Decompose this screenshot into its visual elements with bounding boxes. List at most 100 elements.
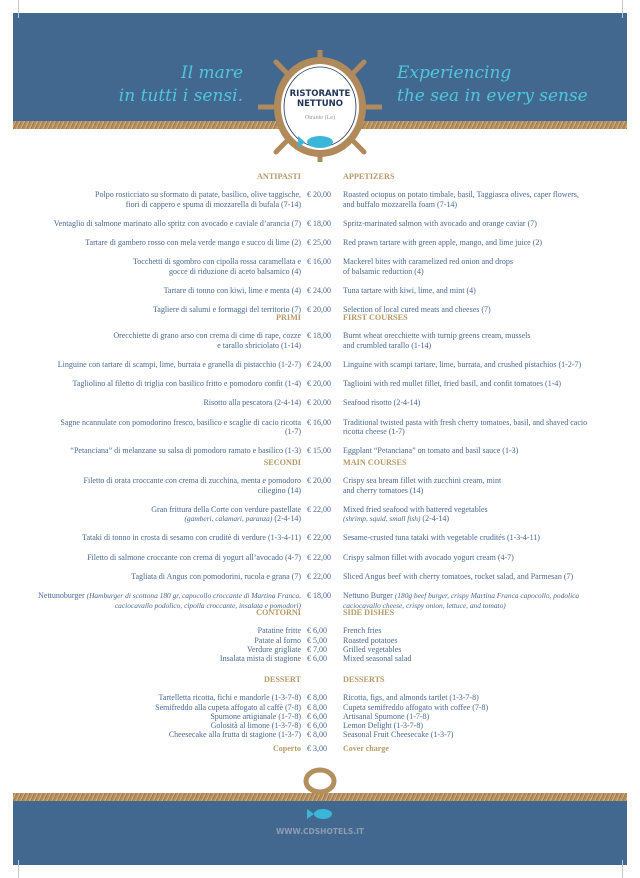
item-name-english: Mackerel bites with caramelized red onio… [343, 257, 628, 276]
item-text: Sesame-crusted tuna tataki with vegetabl… [343, 533, 540, 543]
menu-item: Tartelletta ricotta, fichi e mandorle (1… [0, 693, 640, 702]
item-price: € 22,00 [307, 552, 331, 562]
website-link[interactable]: WWW.CDSHOTELS.IT [275, 827, 364, 836]
item-name-english: Burnt wheat orecchiette with turnip gree… [343, 331, 628, 350]
item-name-english: Nettuno Burger (180g beef burger, crispy… [343, 591, 628, 610]
item-text: Ricotta, figs, and almonds tartlet (1-3-… [343, 693, 479, 703]
item-name-italian: Risotto alla pescatora (2-4-14) [0, 398, 301, 407]
item-name-italian: Insalata mista di stagione [0, 654, 301, 663]
item-name-english: Traditional twisted pasta with fresh che… [343, 418, 628, 437]
menu-item: Cheesecake alla frutta di stagione (1-3-… [0, 730, 640, 739]
menu-item: Orecchiette di grano arso con crema di c… [0, 331, 640, 350]
item-price: € 20,00 [307, 398, 331, 408]
menu-item: Ventaglio di salmone marinato allo sprit… [0, 219, 640, 228]
item-price: € 18,00 [307, 331, 331, 341]
section-title-italian: CONTORNI [256, 608, 301, 617]
item-name-english: Crispy salmon fillet with avocado yogurt… [343, 553, 628, 562]
item-price: € 20,00 [307, 305, 331, 315]
menu-item: Polpo rosticciato su sformato di patate,… [0, 190, 640, 209]
item-name-english: Spritz-marinated salmon with avocado and… [343, 219, 628, 228]
item-name-italian: Tartelletta ricotta, fichi e mandorle (1… [0, 693, 301, 702]
item-name-english: Artisanal Spumone (1-7-8) [343, 712, 628, 721]
item-name-english: Sliced Angus beef with cherry tomatoes, … [343, 572, 628, 581]
item-text: Tagliere di salumi e formaggi del territ… [152, 305, 301, 315]
item-name-english: Linguine with scampi tartare, lime, burr… [343, 360, 628, 369]
item-name-italian: Filetto di salmone croccante con crema d… [0, 553, 301, 562]
item-name-english: Roasted potatoes [343, 636, 628, 645]
item-price: € 16,00 [307, 417, 331, 427]
menu-item: “Petanciana” di melanzane su salsa di po… [0, 446, 640, 455]
section-title-italian: ANTIPASTI [257, 172, 301, 181]
item-name-english: Cupeta semifreddo affogato with coffee (… [343, 703, 628, 712]
item-name-english: Roasted octopus on potato timbale, basil… [343, 190, 628, 209]
item-name-english: Eggplant “Petanciana” on tomato and basi… [343, 446, 628, 455]
item-name-english: Grilled vegetables [343, 645, 628, 654]
item-text: Gran frittura della Corte con verdure pa… [151, 504, 301, 514]
item-price: € 18,00 [307, 591, 331, 601]
item-name-italian: Tartare di tonno con kiwi, lime e menta … [0, 286, 301, 295]
menu-item: Tartare di tonno con kiwi, lime e menta … [0, 286, 640, 295]
item-text: Polpo rosticciato su sformato di patate,… [95, 190, 301, 209]
item-price: € 20,00 [307, 476, 331, 486]
item-text: Roasted potatoes [343, 635, 398, 645]
item-text: Mackerel bites with caramelized red onio… [343, 257, 513, 276]
item-text: Patatine fritte [257, 626, 301, 636]
item-text: Verdure grigliate [247, 644, 301, 654]
item-name-italian: Spumone artigianale (1-7-8) [0, 712, 301, 721]
item-text: Golosità al limone (1-3-7-8) [210, 721, 301, 731]
menu-item: Tagliere di salumi e formaggi del territ… [0, 305, 640, 314]
item-name-italian: “Petanciana” di melanzane su salsa di po… [0, 446, 301, 455]
item-price: € 8,00 [307, 730, 327, 740]
item-text: Taglioini with red mullet fillet, fried … [343, 379, 562, 389]
item-text: Mixed fried seafood with battered vegeta… [343, 504, 488, 514]
logo-name-line1: RISTORANTE [289, 89, 351, 99]
item-name-italian: Golosità al limone (1-3-7-8) [0, 721, 301, 730]
section-title-english: MAIN COURSES [343, 458, 407, 467]
item-text: Artisanal Spumone (1-7-8) [343, 711, 430, 721]
item-text: Filetto di orata croccante con crema di … [83, 476, 301, 495]
item-name-italian: Nettunoburger (Hamburger di scottona 180… [0, 591, 301, 610]
item-text: Patate al forno [254, 635, 301, 645]
item-name-english: French fries [343, 626, 628, 635]
item-price: € 6,00 [307, 626, 327, 636]
item-text: Tagliata di Angus con pomodorini, rucola… [131, 572, 301, 582]
item-text: Selection of local cured meats and chees… [343, 305, 491, 315]
item-name-italian: Tagliere di salumi e formaggi del territ… [0, 305, 301, 314]
item-text: “Petanciana” di melanzane su salsa di po… [70, 446, 301, 456]
menu-item: Tagliata di Angus con pomodorini, rucola… [0, 572, 640, 581]
item-text: Linguine with scampi tartare, lime, burr… [343, 359, 582, 369]
item-price: € 20,00 [307, 190, 331, 200]
item-text: Tartelletta ricotta, fichi e mandorle (1… [158, 693, 301, 703]
item-name-english: Lemon Delight (1-3-7-8) [343, 721, 628, 730]
section-title-english: DESSERTS [343, 675, 385, 684]
item-text: Spumone artigianale (1-7-8) [210, 711, 301, 721]
item-name-english: Taglioini with red mullet fillet, fried … [343, 379, 628, 388]
footer-rope [13, 793, 627, 801]
item-name-italian: Polpo rosticciato su sformato di patate,… [0, 190, 301, 209]
item-text: Mixed seasonal salad [343, 654, 412, 664]
item-text: Risotto alla pescatora (2-4-14) [203, 398, 301, 408]
item-name-english: Sesame-crusted tuna tataki with vegetabl… [343, 533, 628, 542]
item-text: Cupeta semifreddo affogato with coffee (… [343, 702, 489, 712]
crop-mark [18, 860, 19, 878]
item-name-english: Crispy sea bream fillet with zucchini cr… [343, 476, 628, 495]
item-name-italian: Tagliata di Angus con pomodorini, rucola… [0, 572, 301, 581]
item-note: (shrimp, squid, small fish) [343, 514, 421, 524]
item-price: € 22,00 [307, 572, 331, 582]
menu-item: Filetto di salmone croccante con crema d… [0, 553, 640, 562]
item-note: (180g beef burger, crispy Martina Franca… [343, 591, 580, 610]
item-name-italian: Verdure grigliate [0, 645, 301, 654]
item-text: Lemon Delight (1-3-7-8) [343, 721, 423, 731]
cover-price: € 3,00 [307, 744, 327, 753]
menu-item: Sagne ncannulate con pomodorino fresco, … [0, 418, 640, 437]
item-name-italian: Patate al forno [0, 636, 301, 645]
